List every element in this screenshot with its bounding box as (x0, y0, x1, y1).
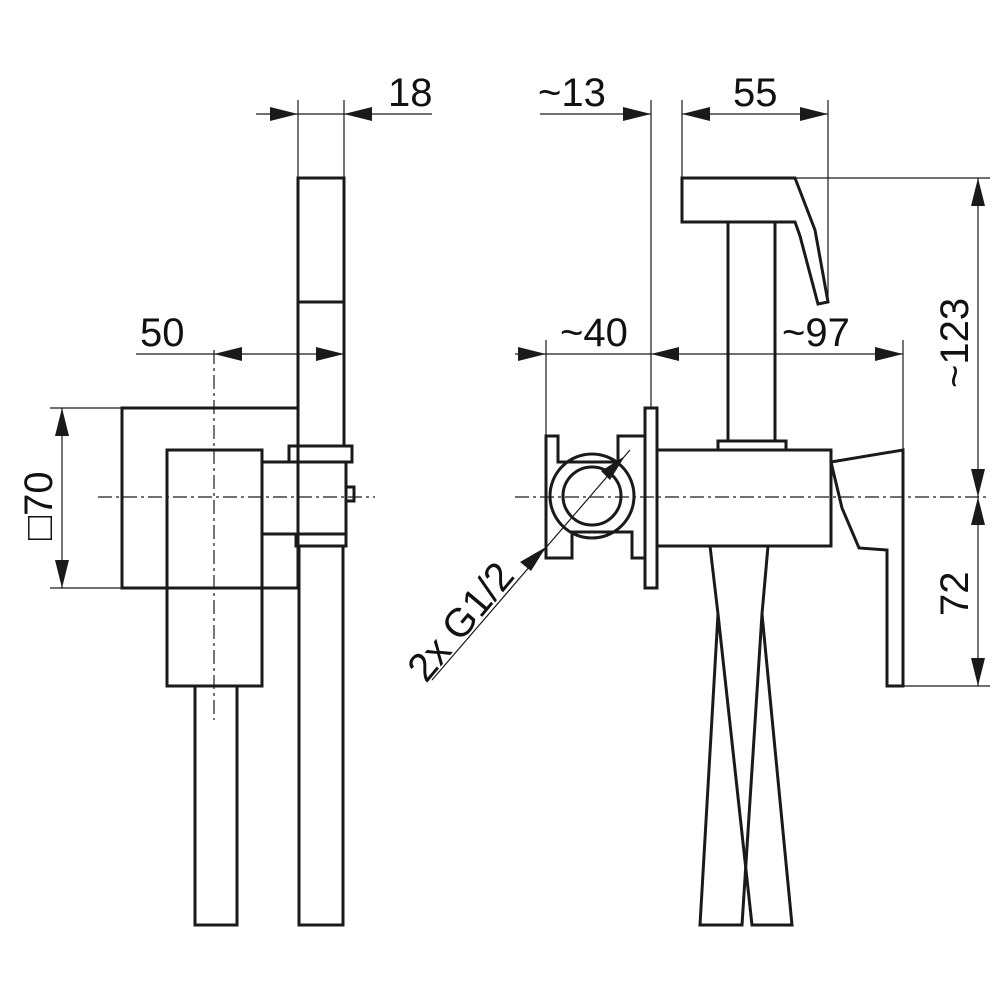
outlet-block (260, 460, 348, 536)
dim-label-97: ~97 (782, 311, 850, 355)
dim-label-72: 72 (933, 572, 977, 617)
lever-handle (829, 448, 905, 688)
arrow-70-top (55, 408, 69, 436)
dim-label-13: ~13 (538, 71, 606, 115)
arrow-13 (623, 107, 651, 121)
wall-plate (120, 406, 300, 590)
outlet-nut (294, 532, 348, 548)
dim-label-70: □70 (17, 471, 61, 540)
dim-label-40: ~40 (560, 311, 628, 355)
arrow-72-top (971, 497, 985, 525)
arrow-18-left (270, 107, 298, 121)
outlet-tip (344, 485, 356, 503)
arrow-thread (520, 547, 546, 571)
hose-front-1 (698, 545, 770, 927)
hose-front-2 (716, 613, 794, 927)
arrow-72-bottom (971, 658, 985, 686)
arrow-18-right (344, 107, 372, 121)
side-view (50, 100, 432, 927)
shower-stem-front (726, 222, 777, 441)
arrow-70-bottom (55, 560, 69, 588)
arrow-50-right (316, 347, 344, 361)
arrow-40-left (518, 347, 546, 361)
arrow-55-right (800, 107, 828, 121)
dim-label-123: ~123 (933, 298, 977, 388)
front-body (655, 448, 833, 548)
stem-collar (716, 439, 788, 452)
fitting-inner-circle (561, 465, 623, 527)
dim-label-18: 18 (388, 71, 433, 115)
shower-head-side (296, 176, 346, 304)
arrow-55-left (682, 107, 710, 121)
arrow-97-right (875, 347, 903, 361)
rosette-plate (643, 406, 659, 590)
shower-head-front (680, 176, 830, 306)
shower-stem-side (296, 300, 346, 447)
arrow-123-top (971, 178, 985, 206)
hose-side-1 (193, 686, 239, 927)
arrow-thread-2 (601, 456, 625, 480)
thread-callout-label: 2x G1/2 (399, 554, 523, 690)
front-view (431, 100, 990, 927)
hose-side-2 (297, 546, 345, 927)
arrow-50-left (214, 347, 242, 361)
dim-label-50: 50 (140, 311, 185, 355)
fitting-outer-circle (548, 452, 636, 540)
dim-label-55: 55 (733, 71, 778, 115)
fitting-body (544, 434, 647, 560)
arrow-123-bottom (971, 469, 985, 497)
